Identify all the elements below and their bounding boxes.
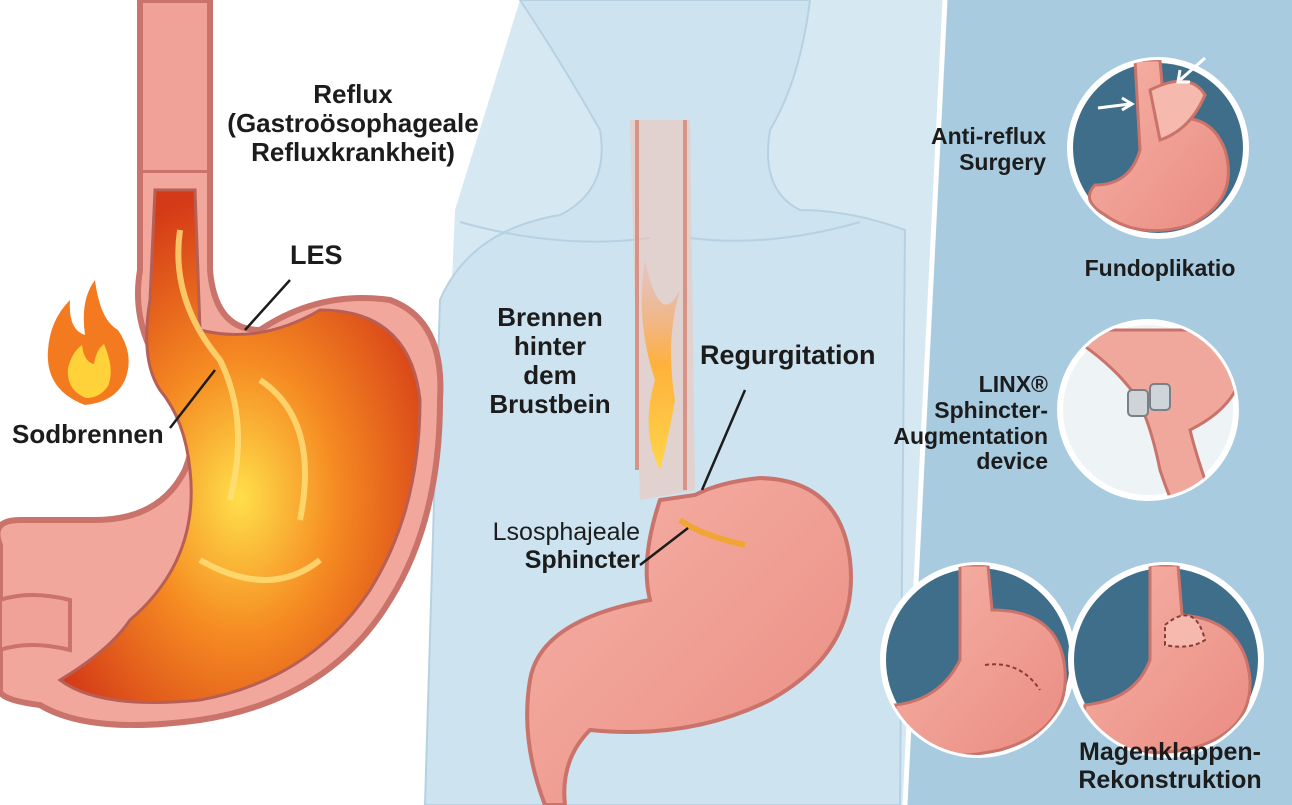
middle-esophagus: [525, 120, 853, 805]
burning-label-line: Brennen: [497, 302, 603, 332]
reflux-title-line: (Gastroösophageale: [227, 108, 479, 139]
sphincter-pointer: [639, 527, 689, 566]
heartburn-label: Sodbrennen: [12, 419, 164, 449]
sphincter-label: Lsosphajeale Sphincter: [470, 518, 640, 574]
burning-label-line: Brustbein: [489, 389, 611, 420]
surgery-label-line: Anti-reflux: [931, 123, 1046, 149]
linx-medallion: [1057, 319, 1239, 501]
fundoplication-label: Fundoplikatio: [1084, 255, 1236, 281]
regurgitation-label: Regurgitation: [700, 340, 876, 370]
arrow-icon: [1097, 96, 1135, 112]
flame-icon: [47, 280, 129, 405]
arrow-icon: [1176, 56, 1206, 84]
les-pointer: [244, 279, 291, 331]
reconstruction-medallion-2: [1068, 562, 1264, 758]
burning-label-line: dem: [523, 360, 577, 391]
les-label: LES: [290, 240, 343, 270]
burning-label-line: hinter: [513, 331, 587, 362]
linx-label-line: Augmentation: [893, 422, 1048, 449]
linx-label: LINX® Sphincter- Augmentation device: [880, 371, 1048, 475]
reconstruction-label-line: Magenklappen-: [1079, 738, 1261, 766]
burning-label: Brennen hinter dem Brustbein: [480, 302, 620, 420]
linx-label-line: Sphincter-: [934, 396, 1048, 423]
reconstruction-label-line: Rekonstruktion: [1078, 766, 1262, 794]
reconstruction-medallion-1: [880, 562, 1076, 758]
reflux-title-line: Reflux: [313, 79, 393, 109]
reflux-title-line: Refluxkrankheit): [251, 137, 455, 168]
linx-label-line: LINX®: [978, 371, 1048, 397]
reconstruction-label: Magenklappen- Rekonstruktion: [1060, 738, 1280, 794]
heartburn-pointer: [169, 369, 216, 429]
sphincter-label-line: Lsosphajeale: [492, 518, 640, 546]
surgery-label: Anti-reflux Surgery: [900, 123, 1046, 176]
reflux-title: Reflux (Gastroösophageale Refluxkrankhei…: [222, 79, 484, 168]
sphincter-label-line: Sphincter: [524, 546, 640, 574]
surgery-label-line: Surgery: [959, 148, 1046, 175]
collarbone: [459, 221, 861, 243]
fundoplication-medallion: [1067, 56, 1249, 239]
regurgitation-pointer: [700, 389, 747, 491]
left-stomach: [0, 0, 444, 728]
linx-label-line: device: [976, 448, 1048, 475]
